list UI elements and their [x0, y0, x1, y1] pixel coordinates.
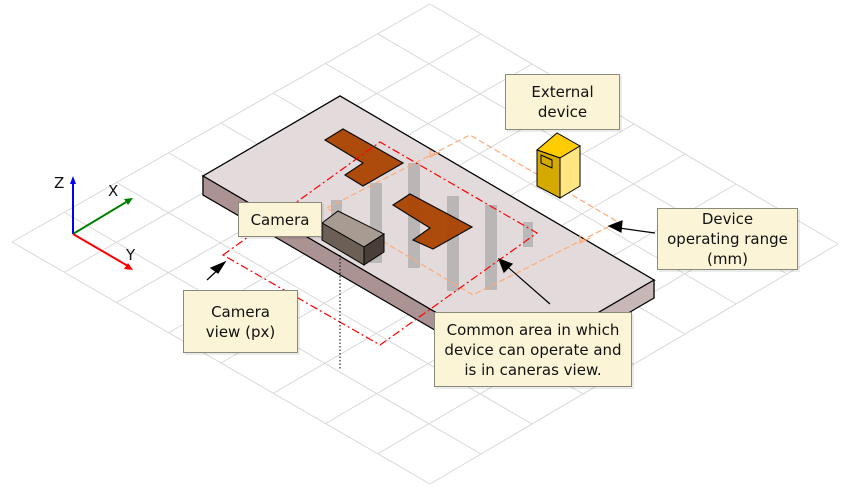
- coordinate-axes: [70, 176, 133, 270]
- camera-view-area: [221, 141, 539, 346]
- camera-side: [363, 233, 385, 266]
- part-shape-1: [323, 128, 405, 187]
- z-axis-label: Z: [54, 174, 65, 192]
- range-notch-2: [579, 235, 591, 244]
- part-shape-2: [391, 193, 474, 250]
- x-axis: [72, 200, 129, 235]
- y-axis: [72, 233, 129, 267]
- device-range-label: Device operating range (mm): [657, 208, 798, 270]
- device-operating-range: [325, 134, 620, 296]
- external-device-panel: [540, 154, 553, 169]
- annotation-arrows: [206, 220, 656, 305]
- common-area-label: Common area in which device can operate …: [434, 312, 632, 387]
- external-device-front: [536, 149, 561, 199]
- external-device-label: External device: [505, 74, 620, 130]
- range-notch-1: [429, 150, 441, 158]
- grid-line: [429, 3, 839, 245]
- external-device-side: [559, 145, 581, 199]
- camera-view-label: Camera view (px): [183, 290, 298, 353]
- x-axis-label: X: [108, 182, 119, 200]
- grid-line: [429, 243, 839, 485]
- y-axis-label: Y: [126, 246, 136, 264]
- camera-label: Camera: [238, 202, 322, 237]
